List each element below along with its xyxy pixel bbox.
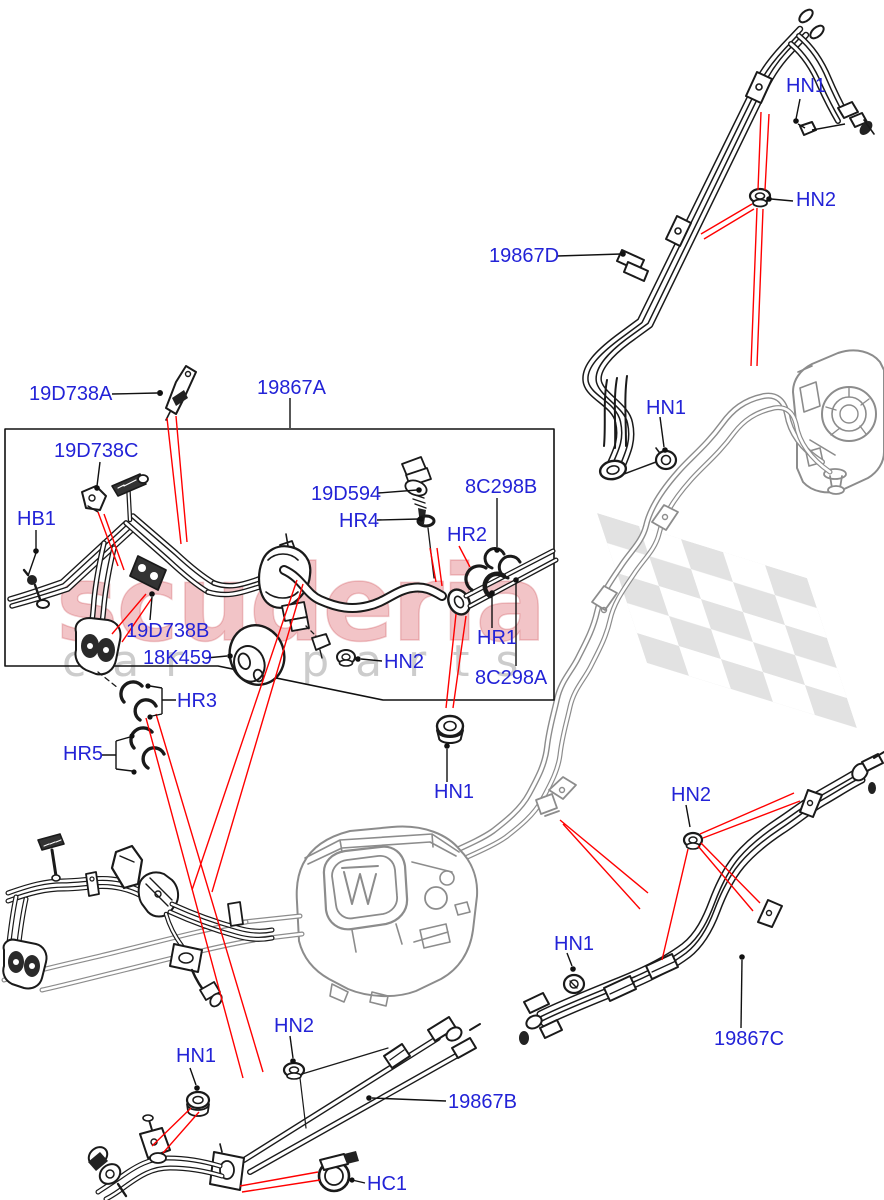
pipe-assembly-19867a <box>7 456 559 770</box>
part-label-18k459[interactable]: 18K459 <box>143 647 212 669</box>
rear-ac-unit <box>792 349 884 495</box>
red-leader-lines <box>97 111 801 1193</box>
part-label-8c298b[interactable]: 8C298B <box>465 476 538 498</box>
leader-dots <box>33 118 799 1183</box>
part-label-hc1[interactable]: HC1 <box>367 1173 408 1195</box>
part-label-19867c[interactable]: 19867C <box>714 1028 785 1050</box>
underbody-ac-pipe <box>430 392 833 870</box>
part-label-hn2-bottom[interactable]: HN2 <box>274 1015 315 1037</box>
part-label-hn1-bottom[interactable]: HN1 <box>176 1045 217 1067</box>
left-harness <box>2 833 275 1008</box>
part-label-8c298a[interactable]: 8C298A <box>475 667 548 689</box>
pipe-assembly-19867c <box>519 751 884 1045</box>
part-label-19867b[interactable]: 19867B <box>448 1091 517 1113</box>
part-label-hr1[interactable]: HR1 <box>477 627 518 649</box>
part-label-hn1-below-box[interactable]: HN1 <box>434 781 475 803</box>
part-label-hr5[interactable]: HR5 <box>63 743 104 765</box>
callout-box <box>4 428 555 701</box>
part-label-hr2[interactable]: HR2 <box>447 524 488 546</box>
part-label-hn2-right[interactable]: HN2 <box>671 784 712 806</box>
black-leader-lines <box>27 98 846 1184</box>
part-label-19d594[interactable]: 19D594 <box>311 483 382 505</box>
watermark-tagline: car parts <box>62 636 544 687</box>
part-label-19d738b[interactable]: 19D738B <box>126 620 210 642</box>
checkered-flag-watermark <box>597 513 857 729</box>
part-label-19d738a[interactable]: 19D738A <box>29 383 113 405</box>
hvac-unit <box>241 825 479 1007</box>
pipe-assembly-19867d <box>582 8 875 476</box>
part-label-hb1[interactable]: HB1 <box>17 508 56 530</box>
part-label-hr3[interactable]: HR3 <box>177 690 218 712</box>
pipe-assembly-19867b <box>87 1016 481 1200</box>
black-parts <box>2 8 884 1200</box>
nut-hn1-below-box <box>435 714 465 744</box>
part-label-hn1-lower-right[interactable]: HN1 <box>554 933 595 955</box>
pipe-flange-hn1 <box>598 375 678 481</box>
part-label-hn1-mid-right[interactable]: HN1 <box>646 397 687 419</box>
part-label-19867a[interactable]: 19867A <box>257 377 326 399</box>
part-label-hn2-top[interactable]: HN2 <box>796 189 837 211</box>
part-label-hr4[interactable]: HR4 <box>339 510 380 532</box>
part-label-19d738c[interactable]: 19D738C <box>54 440 139 462</box>
part-label-hn1-top[interactable]: HN1 <box>786 75 827 97</box>
part-label-hn2-box[interactable]: HN2 <box>384 651 425 673</box>
gray-parts <box>1 349 884 1007</box>
part-label-19867d[interactable]: 19867D <box>489 245 560 267</box>
part-19d738a <box>165 365 197 421</box>
